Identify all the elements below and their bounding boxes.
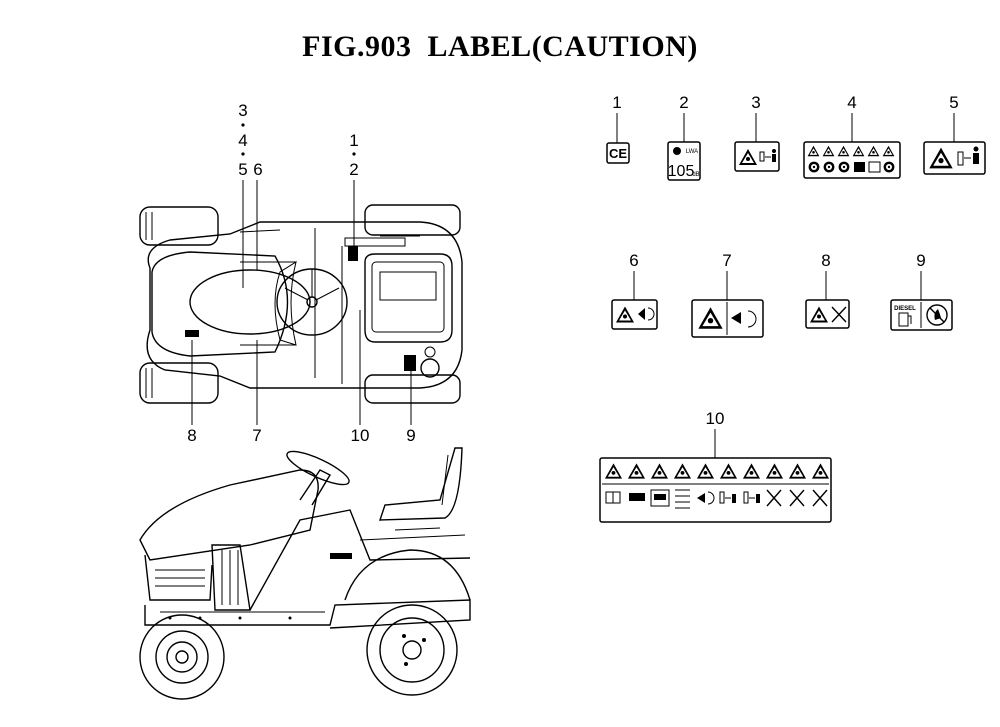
- tractor-top-view: [139, 204, 463, 404]
- figure-caption: LABEL(CAUTION): [427, 30, 698, 63]
- callout-9: 9: [406, 426, 415, 445]
- label-2-number: 2: [679, 93, 688, 112]
- label-9-number: 9: [916, 251, 925, 270]
- figure-title: FIG.903 LABEL(CAUTION): [0, 30, 1000, 64]
- label-6-number: 6: [629, 251, 638, 270]
- label-1-number: 1: [612, 93, 621, 112]
- callout-2: 2: [349, 160, 358, 179]
- callout-7: 7: [252, 426, 261, 445]
- label-5: 5: [923, 93, 986, 175]
- sound-level-value: 105: [668, 163, 695, 180]
- label-4-number: 4: [847, 93, 856, 112]
- lwa-unit: LWA: [686, 149, 698, 155]
- sound-icon: [673, 147, 681, 155]
- callout-1: 1: [349, 131, 358, 150]
- pictogram-row: [808, 161, 895, 173]
- label-2: 2 LWA 105 dB: [667, 93, 701, 181]
- top-view-leaders: [191, 123, 412, 425]
- label-10-number: 10: [706, 409, 725, 428]
- callout-4: 4: [238, 131, 247, 150]
- label-8: 8: [805, 251, 850, 329]
- label-7-number: 7: [722, 251, 731, 270]
- fuel-pump-icon: [898, 312, 909, 327]
- top-view-callouts: 3 4 5 6 1 2 8 7 10 9: [187, 101, 415, 445]
- pictogram-row: [605, 489, 828, 509]
- label-8-number: 8: [821, 251, 830, 270]
- callout-10: 10: [351, 426, 370, 445]
- no-flame-icon: [926, 304, 948, 326]
- callout-5: 5: [238, 160, 247, 179]
- label-6: 6: [611, 251, 658, 330]
- label-7: 7: [691, 251, 764, 338]
- db-unit: dB: [692, 172, 699, 178]
- callout-3: 3: [238, 101, 247, 120]
- label-3: 3: [734, 93, 780, 172]
- label-3-number: 3: [751, 93, 760, 112]
- figure-number: FIG.903: [302, 30, 412, 63]
- diesel-text: DIESEL: [894, 306, 916, 312]
- ce-mark: CE: [609, 146, 627, 161]
- label-10: 10: [599, 409, 832, 523]
- tractor-side-view: [139, 447, 471, 700]
- label-9: 9 DIESEL: [890, 251, 953, 331]
- label-5-number: 5: [949, 93, 958, 112]
- label-1: 1 CE: [606, 93, 630, 164]
- callout-6: 6: [253, 160, 262, 179]
- callout-8: 8: [187, 426, 196, 445]
- label-4: 4: [803, 93, 901, 179]
